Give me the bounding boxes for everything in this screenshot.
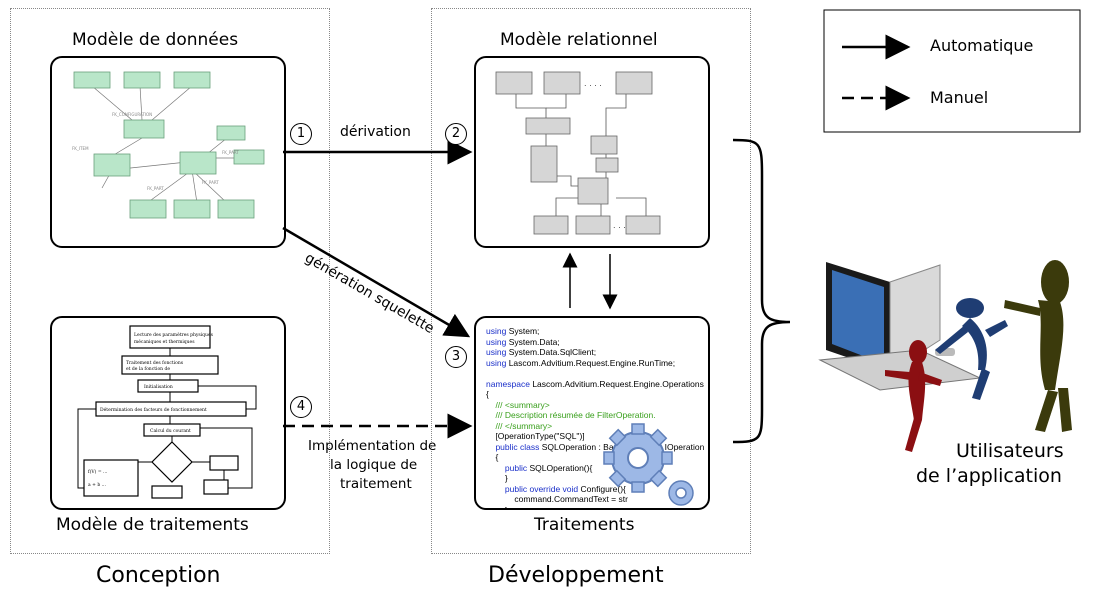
svg-text:. . .: . . . (613, 221, 626, 230)
modele-relationnel-box: . . . . . . . (474, 56, 710, 248)
step-2-badge: 2 (445, 123, 467, 145)
svg-text:FK_PART: FK_PART (222, 150, 239, 155)
modele-relationnel-title: Modèle relationnel (500, 30, 658, 50)
modele-traitements-title: Modèle de traitements (56, 515, 249, 535)
section-conception-label: Conception (96, 563, 221, 588)
implementation-label-line3: traitement (340, 476, 412, 492)
gears-icon (603, 423, 694, 506)
source-code: using System; using System.Data; using S… (486, 326, 705, 510)
derivation-label: dérivation (340, 124, 411, 140)
svg-text:Traitement des fonctions: Traitement des fonctions (126, 360, 184, 366)
svg-text:Détermination des facteurs de: Détermination des facteurs de fonctionne… (100, 406, 207, 413)
traitements-box: using System; using System.Data; using S… (474, 316, 710, 510)
implementation-label-line2: la logique de (330, 457, 418, 473)
user-figure-blue (935, 298, 1008, 400)
step-4-badge: 4 (290, 396, 312, 418)
svg-text:a + b ...: a + b ... (88, 482, 106, 488)
developpement-frame (431, 8, 751, 554)
legend-manuel-label: Manuel (930, 88, 989, 107)
svg-text:. . . .: . . . . (584, 79, 602, 88)
svg-text:Calcul du courant: Calcul du courant (150, 428, 191, 434)
flowchart-diagram: Lecture des paramètres physiques mécaniq… (77, 325, 257, 499)
svg-text:f(V) = ...: f(V) = ... (88, 468, 108, 475)
svg-text:mécaniques et thermiques: mécaniques et thermiques (134, 338, 195, 345)
relational-model-diagram: . . . . . . . (495, 71, 661, 235)
user-figure-olive (1004, 260, 1072, 432)
modele-donnees-title: Modèle de données (72, 30, 239, 50)
implementation-label-line1: Implémentation de (308, 438, 437, 454)
legend-automatique-label: Automatique (930, 36, 1034, 55)
modele-traitements-box: Lecture des paramètres physiques mécaniq… (50, 316, 286, 510)
svg-text:et de la fonction de: et de la fonction de (126, 366, 170, 372)
svg-text:Lecture des paramètres physiqu: Lecture des paramètres physiques (134, 331, 214, 338)
step-1-badge: 1 (290, 123, 312, 145)
svg-text:FK_PART: FK_PART (147, 186, 164, 191)
svg-text:Initialisation: Initialisation (144, 384, 173, 390)
svg-text:FK_CONFIGURATION: FK_CONFIGURATION (112, 112, 152, 117)
users-label-line2: de l’application (916, 465, 1062, 487)
user-figure-red (885, 340, 942, 452)
step-3-badge: 3 (445, 346, 467, 368)
svg-text:FK_PART: FK_PART (202, 180, 219, 185)
svg-text:FK_ITEM: FK_ITEM (72, 146, 89, 151)
conception-frame (10, 8, 330, 554)
computer-icon (818, 262, 982, 391)
traitements-title: Traitements (534, 515, 635, 535)
users-label-line1: Utilisateurs (956, 440, 1064, 462)
section-developpement-label: Développement (488, 563, 664, 588)
modele-donnees-box: FK_CONFIGURATION FK_ITEM FK_PART FK_PART… (50, 56, 286, 248)
data-model-diagram: FK_CONFIGURATION FK_ITEM FK_PART FK_PART… (72, 71, 265, 219)
